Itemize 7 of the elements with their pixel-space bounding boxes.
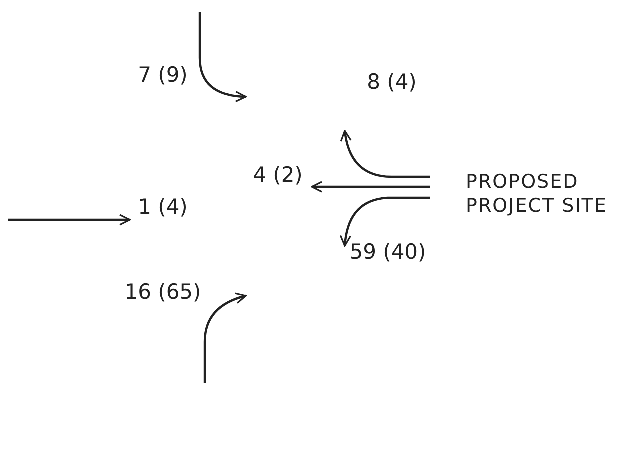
volume-label: 16 (65)	[124, 280, 202, 305]
volume-label: 59 (40)	[348, 240, 428, 265]
volume-label: 4 (2)	[252, 163, 304, 188]
volume-label: 1 (4)	[137, 195, 189, 220]
volume-label: 7 (9)	[137, 63, 189, 88]
volume-label: 8 (4)	[366, 70, 418, 95]
site-label: PROPOSED PROJECT SITE	[466, 170, 608, 218]
